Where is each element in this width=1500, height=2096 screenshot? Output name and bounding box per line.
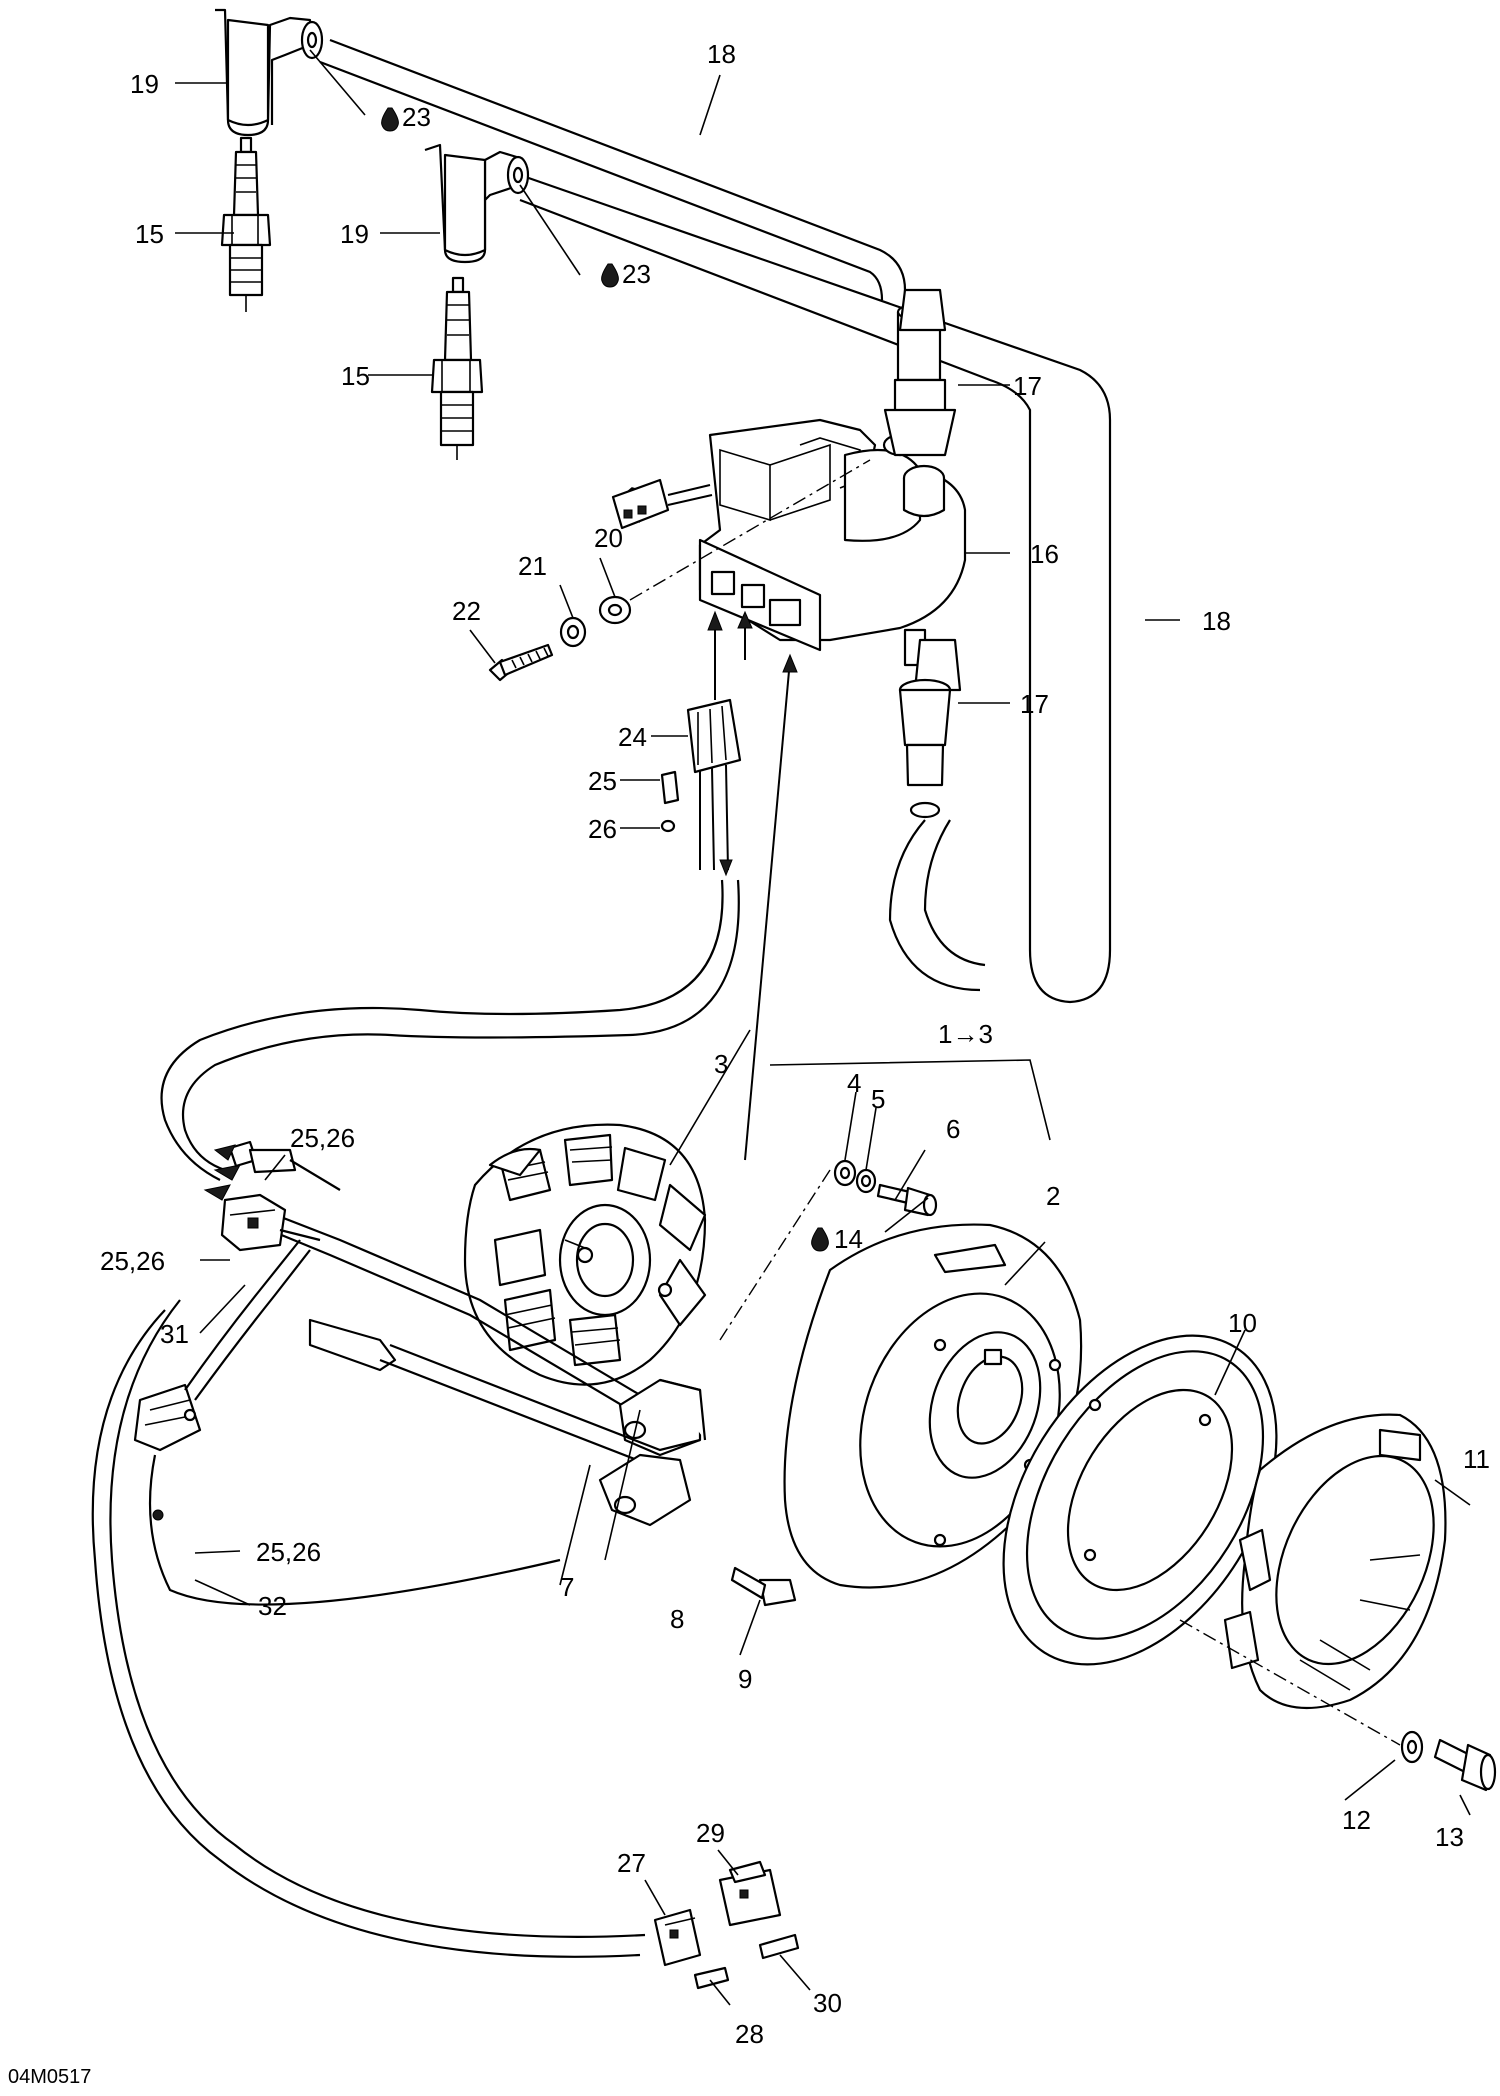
callout-27: 27: [617, 1848, 646, 1878]
connector-32: [133, 1239, 311, 1521]
callout-15-upper: 15: [135, 219, 164, 249]
callout-10: 10: [1228, 1308, 1257, 1338]
trigger-coil-7: [244, 1203, 707, 1527]
callout-14: 14: [834, 1224, 863, 1254]
connector-25-26-upper: [213, 1140, 341, 1191]
callout-31: 31: [160, 1319, 189, 1349]
callout-29: 29: [696, 1818, 725, 1848]
callout-18-upper: 18: [707, 39, 736, 69]
callout-5: 5: [871, 1084, 885, 1114]
callout-1-3: 1→3: [938, 1019, 993, 1049]
boot-17-lower: [898, 638, 962, 819]
connector-24: [686, 698, 742, 871]
callout-20: 20: [594, 523, 623, 553]
flywheel-2: [783, 1223, 1083, 1589]
terminal-30: [758, 1933, 800, 1960]
screw-6: [876, 1183, 938, 1217]
ignition-coil-16: [611, 302, 967, 667]
drawing-code: 04M0517: [8, 2066, 91, 2088]
washer-4: [833, 1159, 857, 1187]
callout-28: 28: [735, 2019, 764, 2049]
callout-24: 24: [618, 722, 647, 752]
callout-17-upper: 17: [1013, 371, 1042, 401]
connector-29: [718, 1860, 782, 1927]
drop-icon: [811, 1227, 829, 1252]
callout-25-26-mid: 25,26: [100, 1246, 165, 1276]
callout-3: 3: [714, 1049, 728, 1079]
ring-gear-10: [1002, 1334, 1278, 1666]
screw-22: [488, 643, 554, 682]
flat-washer-20: [598, 595, 632, 625]
callout-labels: 19 23 15 19 23 15 18 17 16 17 18 20 21 2…: [8, 39, 1490, 2088]
lock-washer-21: [559, 616, 587, 648]
high-tension-wire-18: [319, 38, 1112, 1004]
spark-plug-cap-19-lower: [424, 143, 530, 264]
spark-plug-cap-19-upper: [215, 8, 324, 137]
boot-17-upper: [898, 288, 947, 332]
connector-27: [653, 1908, 702, 1967]
callout-9: 9: [738, 1664, 752, 1694]
stator-3: [463, 1123, 707, 1386]
callout-22: 22: [452, 596, 481, 626]
callout-7: 7: [560, 1572, 574, 1602]
callout-23-lower: 23: [622, 259, 651, 289]
terminal-28: [693, 1966, 730, 1990]
callout-17-lower: 17: [1020, 689, 1049, 719]
callout-23-upper: 23: [402, 102, 431, 132]
callout-15-lower: 15: [341, 361, 370, 391]
callout-13: 13: [1435, 1822, 1464, 1852]
drop-icon: [381, 107, 399, 132]
callout-25-26-top: 25,26: [290, 1123, 355, 1153]
terminal-25: [660, 770, 680, 805]
callout-4: 4: [847, 1068, 861, 1098]
callout-19-lower: 19: [340, 219, 369, 249]
callout-26: 26: [588, 814, 617, 844]
callout-12: 12: [1342, 1805, 1371, 1835]
washer-5: [855, 1168, 877, 1194]
seal-26: [660, 819, 676, 833]
washer-12: [1400, 1730, 1424, 1764]
callout-25: 25: [588, 766, 617, 796]
drop-icon: [601, 263, 619, 288]
callout-25-26-low: 25,26: [256, 1537, 321, 1567]
callout-2: 2: [1046, 1181, 1060, 1211]
callout-21: 21: [518, 551, 547, 581]
connector-31: [220, 1193, 321, 1252]
callout-11: 11: [1463, 1444, 1490, 1474]
leader-lines: [175, 49, 1471, 2006]
starter-cup-11: [1223, 1413, 1447, 1710]
spark-plug-15-lower: [430, 276, 484, 460]
bolt-9: [730, 1566, 797, 1607]
callout-8: 8: [670, 1604, 684, 1634]
screw-13: [1433, 1738, 1497, 1792]
callout-16: 16: [1030, 539, 1059, 569]
callout-18-lower: 18: [1202, 606, 1231, 636]
callout-19-upper: 19: [130, 69, 159, 99]
spark-plug-15-upper: [220, 136, 272, 312]
callout-32: 32: [258, 1591, 287, 1621]
callout-30: 30: [813, 1988, 842, 2018]
callout-6: 6: [946, 1114, 960, 1144]
